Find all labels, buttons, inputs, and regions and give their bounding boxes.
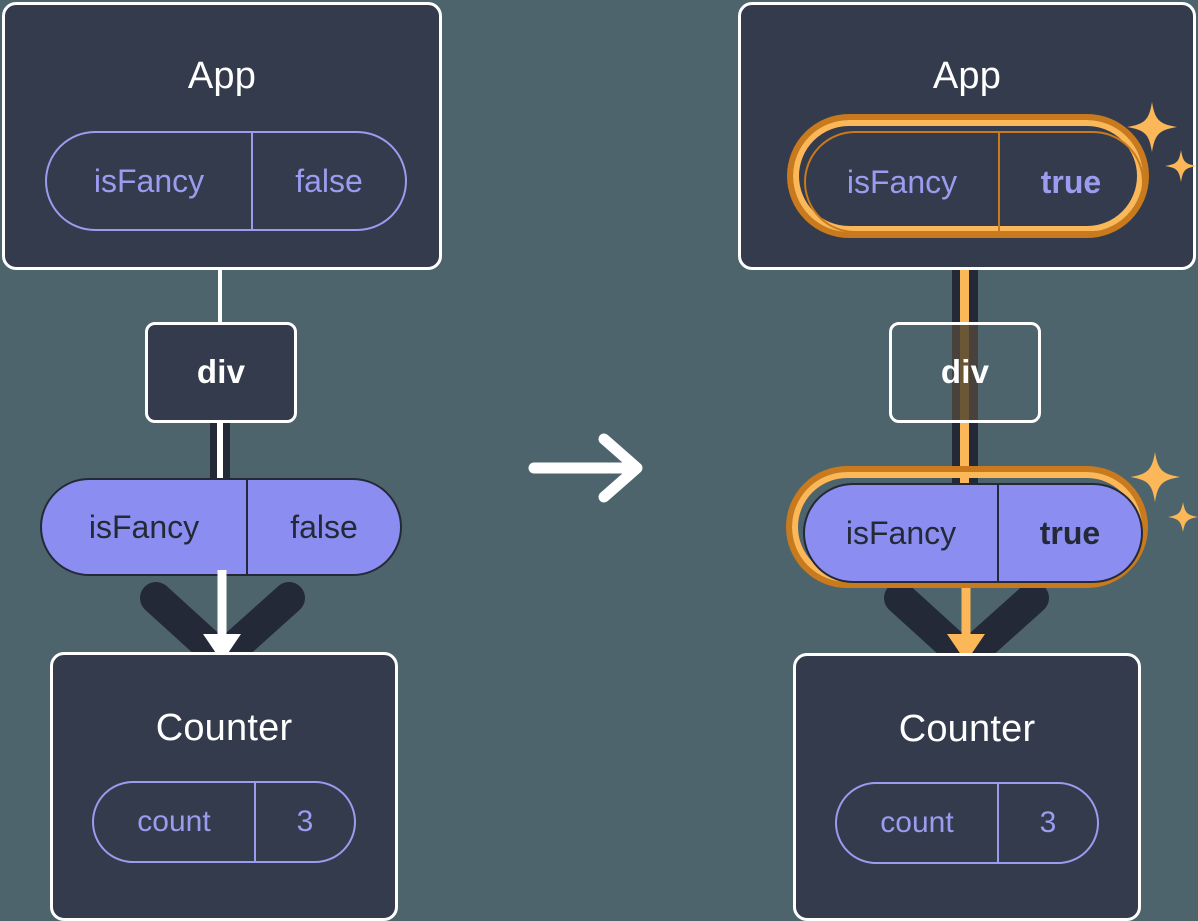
app-card-before: App isFancy false xyxy=(2,2,442,270)
counter-state-pill-name-before: count xyxy=(94,783,256,861)
app-state-pill-after: isFancy true xyxy=(804,131,1144,233)
counter-state-pill-value-after: 3 xyxy=(1039,806,1057,839)
connector-app-to-div-core-after xyxy=(960,230,969,325)
counter-state-pill-value-before: 3 xyxy=(296,805,314,838)
div-label-after: div xyxy=(940,353,990,390)
app-state-pill-value-before: false xyxy=(295,162,363,199)
app-pill-sparkles-icon-after xyxy=(1126,100,1198,192)
div-label-before: div xyxy=(196,353,246,390)
app-state-pill-name-before: isFancy xyxy=(47,133,253,229)
prop-pill-sparkles-icon-after xyxy=(1131,450,1198,542)
app-title-before: App xyxy=(187,55,257,97)
counter-title-after: Counter xyxy=(898,708,1036,750)
transition-arrow-right-icon xyxy=(528,433,643,503)
counter-state-pill-after: count 3 xyxy=(835,782,1099,864)
app-title-after: App xyxy=(932,55,1002,97)
app-state-pill-value-after: true xyxy=(1040,163,1102,200)
app-state-pill-name-after: isFancy xyxy=(806,133,1000,231)
counter-state-pill-name-after: count xyxy=(837,784,999,862)
prop-pill-highlight-ring-after: isFancy true xyxy=(786,466,1148,588)
prop-pill-name-after: isFancy xyxy=(805,485,999,581)
app-state-pill-highlight-ring-after: isFancy true xyxy=(787,114,1149,238)
connector-app-to-div-before xyxy=(218,268,222,322)
connector-div-to-prop-core-before xyxy=(217,423,223,485)
counter-title-before: Counter xyxy=(155,707,293,749)
prop-pill-before: isFancy false xyxy=(40,478,402,576)
div-box-before: div xyxy=(145,322,297,423)
counter-card-after: Counter count 3 xyxy=(793,653,1141,921)
arrow-white-before xyxy=(203,570,241,662)
prop-pill-after: isFancy true xyxy=(803,483,1143,583)
prop-pill-value-before: false xyxy=(290,508,358,545)
connector-through-div-core-after xyxy=(960,322,969,423)
div-box-after: div xyxy=(889,322,1041,423)
prop-pill-value-after: true xyxy=(1039,514,1101,551)
connector-div-to-prop-core-after xyxy=(960,423,969,485)
prop-pill-name-before: isFancy xyxy=(42,480,248,574)
counter-card-before: Counter count 3 xyxy=(50,652,398,921)
app-state-pill-before: isFancy false xyxy=(45,131,407,231)
counter-state-pill-before: count 3 xyxy=(92,781,356,863)
